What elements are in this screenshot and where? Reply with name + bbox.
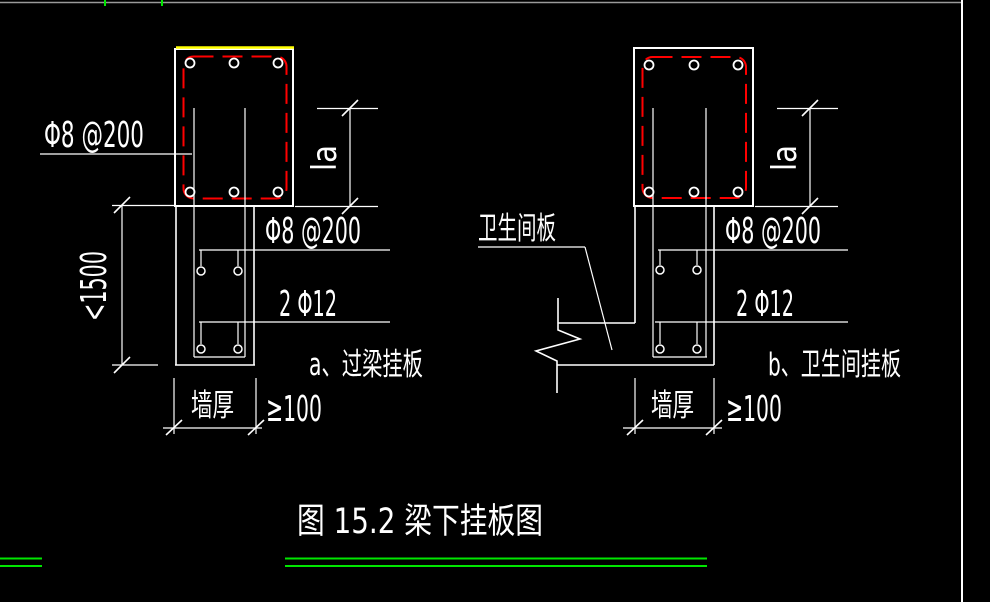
rebar-circle — [643, 186, 655, 198]
rebar-circle — [272, 57, 284, 69]
rebar-circle — [688, 186, 700, 198]
stirrup-a — [182, 55, 288, 200]
dim-tick — [113, 356, 131, 374]
rebar-circle — [184, 186, 196, 198]
dim-tick — [341, 197, 359, 215]
stirrup-label-a: Φ8 @200 — [44, 115, 144, 156]
dim-tick — [801, 197, 819, 215]
min-width-text-a: ≥100 — [266, 389, 322, 430]
detail-b: 卫生间板 Φ8 @200 2 Φ12 b、卫生间挂板 la 墙厚 ≥100 — [478, 47, 901, 436]
anchorage-dimension-b: la — [755, 99, 838, 215]
beam-outline-b — [633, 47, 754, 207]
rebar-circle — [655, 344, 665, 354]
wall-rebar-circles-b — [655, 250, 702, 354]
rebar-circle — [732, 186, 744, 198]
rebar-circle — [228, 186, 240, 198]
height-dim-text-a: <1500 — [74, 251, 115, 321]
rebar-circle — [643, 59, 655, 71]
wall-thickness-dimension-b: 墙厚 ≥100 — [623, 378, 782, 436]
bottom-bars-label-b: 2 Φ12 — [736, 284, 794, 325]
rebar-circle — [184, 57, 196, 69]
caption-b: b、卫生间挂板 — [768, 347, 901, 383]
slab-break-line — [533, 298, 583, 393]
min-width-text-b: ≥100 — [726, 389, 782, 430]
bathroom-slab-leader-diagonal — [584, 246, 613, 351]
caption-a: a、过梁挂板 — [309, 347, 423, 383]
dim-tick — [113, 196, 131, 214]
rebar-circle — [196, 344, 206, 354]
rebar-circle — [233, 266, 243, 276]
dim-tick — [626, 419, 644, 436]
stirrup-b — [641, 56, 747, 199]
wall-thickness-text-a: 墙厚 — [191, 388, 234, 424]
anchorage-dim-text-a: la — [305, 145, 345, 171]
beam-rebar-circles-a — [184, 57, 284, 198]
detail-a: Φ8 @200 Φ8 @200 2 Φ12 a、过梁挂板 <1500 la — [40, 46, 423, 436]
dim-tick — [705, 419, 723, 436]
dim-tick — [341, 99, 359, 117]
dim-tick — [165, 419, 183, 436]
wall-thickness-dimension-a: 墙厚 ≥100 — [163, 378, 322, 436]
rebar-circle — [688, 59, 700, 71]
rebar-circle — [692, 265, 702, 275]
rebar-circle — [228, 57, 240, 69]
dim-tick — [801, 99, 819, 117]
bottom-bars-label-a: 2 Φ12 — [279, 284, 337, 325]
horizontal-bars-label-b: Φ8 @200 — [725, 211, 821, 252]
bathroom-slab-label: 卫生间板 — [478, 211, 556, 247]
rebar-circle — [732, 59, 744, 71]
anchorage-dimension-a: la — [295, 99, 378, 215]
dim-tick — [247, 419, 265, 436]
rebar-circle — [272, 186, 284, 198]
rebar-circle — [655, 265, 665, 275]
horizontal-bars-label-a: Φ8 @200 — [265, 211, 361, 252]
beam-rebar-circles-b — [643, 59, 744, 198]
rebar-circle — [196, 266, 206, 276]
wall-rebar-circles-a — [196, 250, 243, 354]
rebar-circle — [692, 344, 702, 354]
height-dimension-a: <1500 — [74, 196, 175, 374]
anchorage-dim-text-b: la — [765, 145, 805, 171]
wall-thickness-text-b: 墙厚 — [651, 388, 694, 424]
beam-outline-a — [174, 48, 294, 207]
rebar-circle — [233, 344, 243, 354]
frame — [0, 0, 963, 602]
figure-title: 图 15.2 梁下挂板图 — [297, 502, 543, 542]
